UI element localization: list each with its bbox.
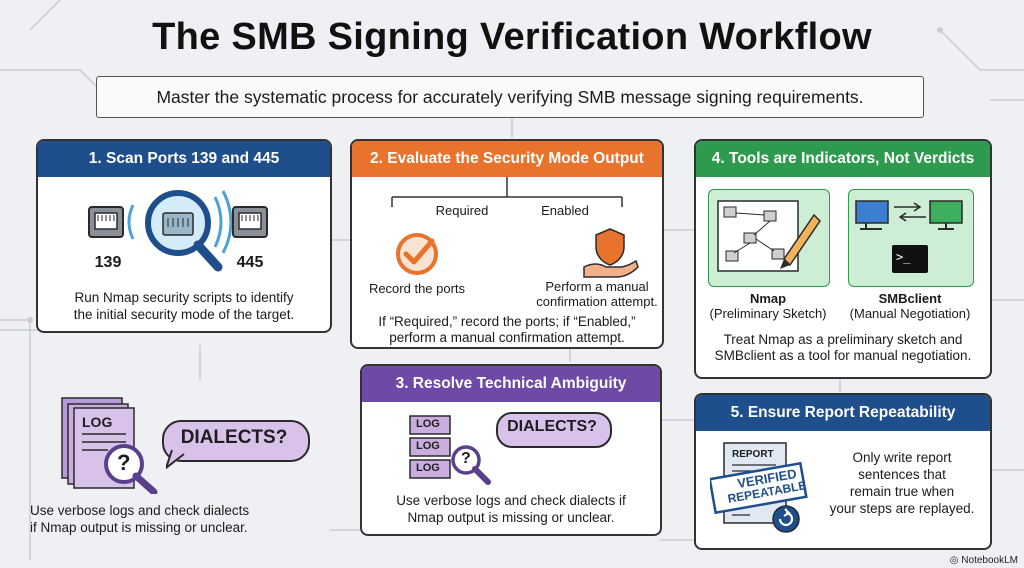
step2-desc-line1: If “Required,” record the ports; if “Ena… xyxy=(378,314,636,329)
nmap-role: (Preliminary Sketch) xyxy=(709,306,827,321)
nmap-name: Nmap xyxy=(749,291,787,306)
step4-desc-line2: SMBclient as a tool for manual negotiati… xyxy=(714,348,972,363)
computers-exchange-icon xyxy=(855,200,963,230)
step5-desc-line2: sentences that xyxy=(858,467,946,482)
step3-dialects-bubble xyxy=(496,412,612,448)
step5-desc-line4: your steps are replayed. xyxy=(829,501,975,516)
step3-question-mark: ? xyxy=(461,450,471,467)
terminal-prompt: >_ xyxy=(896,250,911,264)
page-subtitle: Master the systematic process for accura… xyxy=(96,76,924,118)
shield-hand-icon xyxy=(583,228,639,278)
side-desc-line1: Use verbose logs and check dialects xyxy=(30,503,250,518)
page-title: The SMB Signing Verification Workflow xyxy=(152,16,872,58)
log-stack-icon xyxy=(409,415,491,485)
record-ports-label: Record the ports xyxy=(368,281,466,296)
step2-card: 2. Evaluate the Security Mode Output Req… xyxy=(350,139,664,349)
branch-enabled-label: Enabled xyxy=(530,203,600,218)
log-files-icon xyxy=(61,397,158,494)
step3-card: 3. Resolve Technical Ambiguity LOG LOG L… xyxy=(360,364,662,536)
step3-desc-line1: Use verbose logs and check dialects if xyxy=(396,493,626,508)
step5-header: 5. Ensure Report Repeatability xyxy=(696,395,990,431)
step3-desc-line2: Nmap output is missing or unclear. xyxy=(407,510,615,525)
branch-required-label: Required xyxy=(422,203,502,218)
step1-card: 1. Scan Ports 139 and 445 139 445 Run Nm… xyxy=(36,139,332,333)
step4-desc-line1: Treat Nmap as a preliminary sketch and xyxy=(723,332,963,347)
log-label-3: LOG xyxy=(416,462,440,474)
notebooklm-watermark: ◎ NotebookLM xyxy=(950,555,1018,566)
side-question-mark: ? xyxy=(117,450,131,475)
smbclient-role: (Manual Negotiation) xyxy=(849,306,971,321)
step1-desc-line2: the initial security mode of the target. xyxy=(73,307,295,322)
side-log-label: LOG xyxy=(82,414,113,430)
step5-desc-line1: Only write report xyxy=(852,450,952,465)
step5-card: 5. Ensure Report Repeatability REPORT VE… xyxy=(694,393,992,550)
ethernet-port-icon xyxy=(232,206,268,238)
manual-confirm-line2: confirmation attempt. xyxy=(536,294,658,309)
step4-card: 4. Tools are Indicators, Not Verdicts >_… xyxy=(694,139,992,379)
notebooklm-logo-icon: ◎ xyxy=(949,555,959,566)
step5-desc-line3: remain true when xyxy=(849,484,955,499)
report-label: REPORT xyxy=(732,449,774,460)
terminal-icon xyxy=(892,245,928,273)
side-dialects-bubble xyxy=(162,420,310,462)
step1-desc-line1: Run Nmap security scripts to identify xyxy=(74,290,294,305)
step2-desc-line2: perform a manual confirmation attempt. xyxy=(389,330,625,345)
log-label-1: LOG xyxy=(416,418,440,430)
sketch-pencil-icon xyxy=(717,200,821,272)
port-139-label: 139 xyxy=(94,254,122,271)
log-label-2: LOG xyxy=(416,440,440,452)
checkmark-icon xyxy=(396,233,438,275)
magnifier-icon xyxy=(145,190,223,272)
port-445-label: 445 xyxy=(236,254,264,271)
manual-confirm-line1: Perform a manual xyxy=(545,279,649,294)
smbclient-name: SMBclient xyxy=(878,291,942,306)
branch-connector xyxy=(391,177,623,207)
watermark-text: NotebookLM xyxy=(961,555,1018,566)
step1-header: 1. Scan Ports 139 and 445 xyxy=(38,141,330,177)
side-desc-line2: if Nmap output is missing or unclear. xyxy=(30,520,248,535)
step3-bubble-text: DIALECTS? xyxy=(507,418,597,435)
bubble-tail xyxy=(166,450,185,470)
step4-header: 4. Tools are Indicators, Not Verdicts xyxy=(696,141,990,177)
port-scan-illustration xyxy=(88,190,268,272)
step2-header: 2. Evaluate the Security Mode Output xyxy=(352,141,662,177)
verified-report-icon xyxy=(710,442,808,533)
ethernet-port-icon xyxy=(88,206,124,238)
side-bubble-text: DIALECTS? xyxy=(180,427,288,448)
step3-header: 3. Resolve Technical Ambiguity xyxy=(362,366,660,402)
